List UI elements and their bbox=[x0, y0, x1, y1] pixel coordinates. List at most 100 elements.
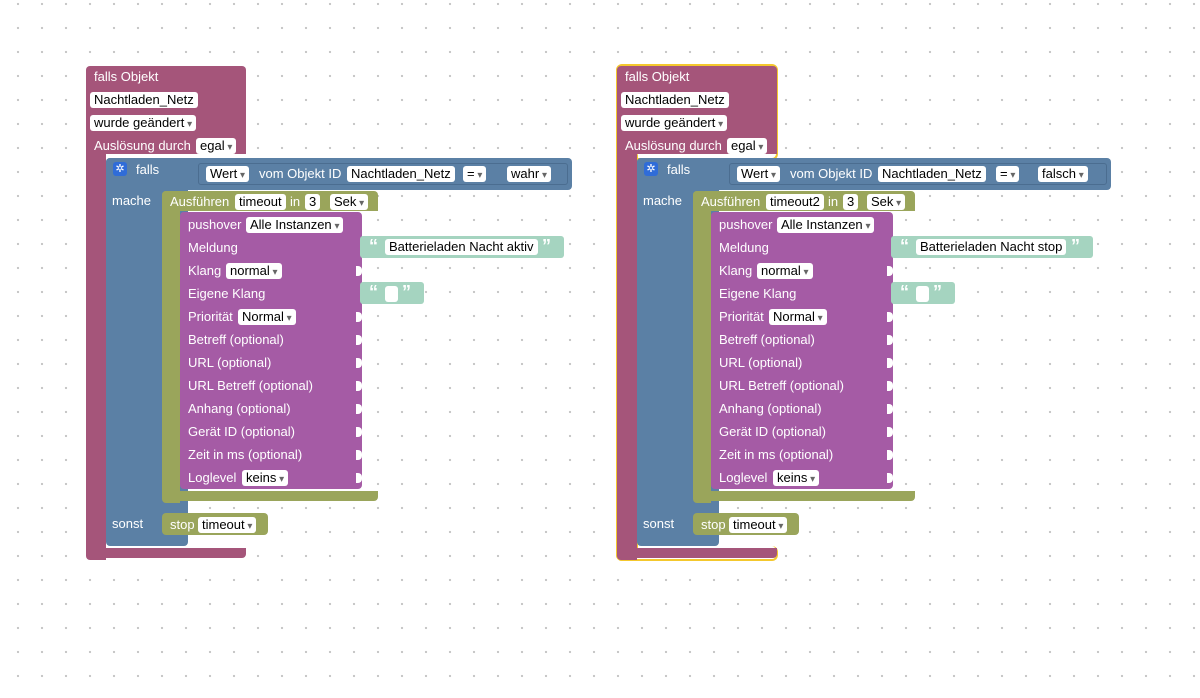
input-connector[interactable] bbox=[356, 266, 362, 276]
pushover-instance-dropdown[interactable]: Alle Instanzen bbox=[246, 217, 344, 233]
if-label: falls bbox=[667, 162, 691, 177]
timeout-name-field[interactable]: timeout2 bbox=[766, 194, 824, 210]
message-text-field[interactable]: Batterieladen Nacht aktiv bbox=[385, 239, 538, 255]
pushover-row-label: Meldung bbox=[719, 240, 769, 255]
pushover-row-label: Zeit in ms (optional) bbox=[719, 447, 834, 462]
timeout-in-label: in bbox=[290, 194, 301, 209]
blockly-script-1: falls Objekt Nachtladen_Netz wurde geänd… bbox=[0, 0, 600, 698]
pushover-block[interactable] bbox=[180, 212, 362, 489]
input-connector[interactable] bbox=[356, 427, 362, 437]
event-block-bottom bbox=[617, 548, 777, 558]
pushover-row-label: URL (optional) bbox=[188, 355, 272, 370]
stop-label: stop bbox=[170, 517, 195, 532]
pushover-row-label: Eigene Klang bbox=[188, 286, 266, 301]
pushover-row-label: Eigene Klang bbox=[719, 286, 797, 301]
input-connector[interactable] bbox=[887, 473, 893, 483]
input-connector[interactable] bbox=[887, 427, 893, 437]
pushover-row-label: Zeit in ms (optional) bbox=[188, 447, 303, 462]
condition-object-id-field[interactable]: Nachtladen_Netz bbox=[347, 166, 455, 182]
pushover-row-label: Anhang (optional) bbox=[719, 401, 822, 416]
if-label: falls bbox=[136, 162, 160, 177]
sound-dropdown[interactable]: normal bbox=[757, 263, 813, 279]
pushover-row-label: Klang bbox=[188, 263, 222, 278]
pushover-row-label: Meldung bbox=[188, 240, 238, 255]
input-connector[interactable] bbox=[356, 473, 362, 483]
object-id-field[interactable]: Nachtladen_Netz bbox=[90, 92, 198, 108]
pushover-title: pushover bbox=[188, 217, 242, 232]
input-connector[interactable] bbox=[887, 266, 893, 276]
stop-timeout-dropdown[interactable]: timeout bbox=[729, 517, 788, 533]
do-label: mache bbox=[112, 193, 152, 208]
operator-dropdown[interactable]: = bbox=[996, 166, 1020, 182]
input-connector[interactable] bbox=[356, 450, 362, 460]
input-connector[interactable] bbox=[887, 404, 893, 414]
pushover-row-label: Anhang (optional) bbox=[188, 401, 291, 416]
stop-timeout-dropdown[interactable]: timeout bbox=[198, 517, 257, 533]
event-title: falls Objekt bbox=[94, 69, 159, 84]
pushover-row-label: URL Betreff (optional) bbox=[719, 378, 845, 393]
blockly-script-2: falls Objekt Nachtladen_Netz wurde geänd… bbox=[531, 0, 1131, 698]
timeout-block-body bbox=[693, 191, 711, 503]
pushover-row-label: Betreff (optional) bbox=[719, 332, 815, 347]
value-select-dropdown[interactable]: Wert bbox=[737, 166, 781, 182]
object-label: vom Objekt ID bbox=[259, 166, 342, 181]
object-label: vom Objekt ID bbox=[790, 166, 873, 181]
pushover-block[interactable] bbox=[711, 212, 893, 489]
timeout-block-bottom bbox=[162, 491, 378, 501]
loglevel-dropdown[interactable]: keins bbox=[773, 470, 820, 486]
compare-value-dropdown[interactable]: wahr bbox=[507, 166, 551, 182]
event-block-body bbox=[86, 150, 106, 560]
pushover-title: pushover bbox=[719, 217, 773, 232]
empty-text-field[interactable] bbox=[916, 286, 929, 302]
timeout-unit-dropdown[interactable]: Sek bbox=[867, 194, 906, 210]
gear-icon[interactable]: ✲ bbox=[644, 162, 658, 176]
pushover-row-label: Gerät ID (optional) bbox=[188, 424, 295, 439]
timeout-label: Ausführen bbox=[170, 194, 230, 209]
input-connector[interactable] bbox=[356, 335, 362, 345]
message-text-field[interactable]: Batterieladen Nacht stop bbox=[916, 239, 1067, 255]
input-connector[interactable] bbox=[887, 335, 893, 345]
event-title: falls Objekt bbox=[625, 69, 690, 84]
pushover-row-label: Priorität bbox=[719, 309, 764, 324]
trigger-dropdown[interactable]: egal bbox=[727, 138, 768, 154]
pushover-row-label: Betreff (optional) bbox=[188, 332, 284, 347]
timeout-value-field[interactable]: 3 bbox=[305, 194, 321, 210]
event-block-body bbox=[617, 150, 637, 560]
trigger-label: Auslösung durch bbox=[94, 138, 191, 153]
input-connector[interactable] bbox=[887, 358, 893, 368]
else-label: sonst bbox=[643, 516, 675, 531]
operator-dropdown[interactable]: = bbox=[463, 166, 487, 182]
value-select-dropdown[interactable]: Wert bbox=[206, 166, 250, 182]
compare-value-dropdown[interactable]: falsch bbox=[1038, 166, 1088, 182]
change-mode-dropdown[interactable]: wurde geändert bbox=[90, 115, 197, 131]
input-connector[interactable] bbox=[356, 358, 362, 368]
sound-dropdown[interactable]: normal bbox=[226, 263, 282, 279]
object-id-field[interactable]: Nachtladen_Netz bbox=[621, 92, 729, 108]
input-connector[interactable] bbox=[356, 404, 362, 414]
timeout-value-field[interactable]: 3 bbox=[843, 194, 859, 210]
event-block-bottom bbox=[86, 548, 246, 558]
input-connector[interactable] bbox=[356, 381, 362, 391]
input-connector[interactable] bbox=[887, 450, 893, 460]
priority-dropdown[interactable]: Normal bbox=[769, 309, 827, 325]
timeout-block-body bbox=[162, 191, 180, 503]
input-connector[interactable] bbox=[356, 312, 362, 322]
timeout-name-field[interactable]: timeout bbox=[235, 194, 286, 210]
condition-object-id-field[interactable]: Nachtladen_Netz bbox=[878, 166, 986, 182]
timeout-unit-dropdown[interactable]: Sek bbox=[330, 194, 369, 210]
else-label: sonst bbox=[112, 516, 144, 531]
pushover-instance-dropdown[interactable]: Alle Instanzen bbox=[777, 217, 875, 233]
do-label: mache bbox=[643, 193, 683, 208]
trigger-dropdown[interactable]: egal bbox=[196, 138, 237, 154]
loglevel-dropdown[interactable]: keins bbox=[242, 470, 289, 486]
empty-text-field[interactable] bbox=[385, 286, 398, 302]
gear-icon[interactable]: ✲ bbox=[113, 162, 127, 176]
pushover-row-label: URL (optional) bbox=[719, 355, 803, 370]
pushover-row-label: Loglevel bbox=[719, 470, 768, 485]
input-connector[interactable] bbox=[887, 381, 893, 391]
priority-dropdown[interactable]: Normal bbox=[238, 309, 296, 325]
change-mode-dropdown[interactable]: wurde geändert bbox=[621, 115, 728, 131]
timeout-label: Ausführen bbox=[701, 194, 761, 209]
input-connector[interactable] bbox=[887, 312, 893, 322]
stop-label: stop bbox=[701, 517, 726, 532]
